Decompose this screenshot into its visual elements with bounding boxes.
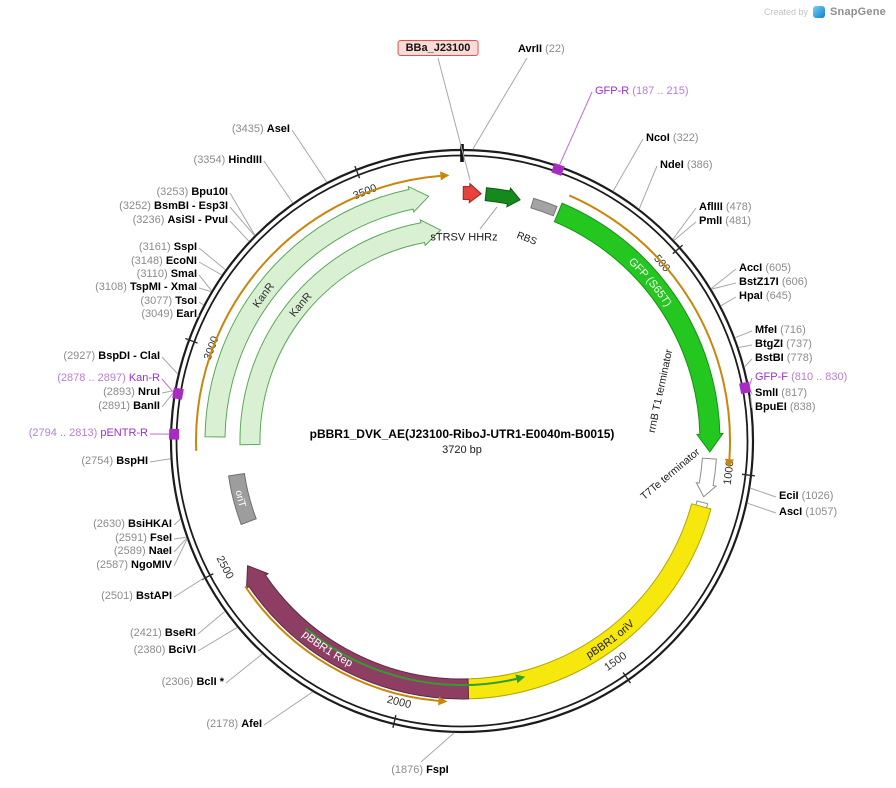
tick-mark	[392, 715, 397, 728]
leader-line	[291, 129, 328, 183]
tick-mark	[354, 165, 361, 179]
leader-line	[638, 165, 658, 210]
orf-arc-orf-rep	[244, 585, 439, 702]
leader-line	[161, 391, 175, 408]
leader-line-bba	[437, 57, 471, 181]
feature-rbs	[530, 197, 558, 217]
feature-pbbr1-rep	[245, 564, 470, 700]
leader-line	[747, 502, 777, 514]
tick-mark	[622, 672, 632, 684]
leader-line	[673, 221, 697, 241]
plasmid-title: pBBR1_DVK_AE(J23100-RiboJ-UTR1-E0040m-B0…	[309, 427, 615, 441]
inner-label: sTRSV HHRz	[430, 232, 497, 244]
leader-line	[197, 626, 238, 652]
leader-line	[263, 691, 313, 726]
orf-arrowhead	[440, 171, 450, 181]
feature-arc-label: oriT	[233, 489, 248, 508]
leader-line	[198, 274, 212, 292]
tick-label: 2000	[386, 694, 413, 711]
leader-line	[225, 653, 263, 684]
orf-arc-orf-rep-inner	[304, 627, 517, 686]
feature-pbbr1-oriv	[467, 503, 712, 700]
created-by-text: Created by	[763, 7, 808, 17]
feature-bba-j23100-promoter	[462, 182, 482, 204]
leader-line	[173, 536, 187, 540]
orf-arrowhead	[724, 458, 734, 469]
snapgene-brand-text: SnapGene	[829, 6, 886, 18]
leader-line	[173, 577, 205, 598]
tick-label: 2500	[214, 554, 236, 581]
primer-mark	[739, 381, 751, 394]
leader-line	[197, 611, 226, 635]
leader-line	[744, 358, 753, 368]
leader-line	[229, 220, 250, 242]
leader-line	[198, 247, 226, 271]
leader-line	[229, 192, 256, 236]
leader-line	[173, 518, 181, 526]
feature-orit	[228, 473, 257, 526]
leader-line	[558, 91, 593, 166]
orf-arc-orf-kanr	[195, 174, 441, 451]
leader-line	[710, 268, 737, 289]
tick-mark	[185, 337, 198, 344]
leader-line	[161, 356, 179, 375]
leader-line	[672, 207, 697, 240]
plasmid-title-block: pBBR1_DVK_AE(J23100-RiboJ-UTR1-E0040m-B0…	[310, 427, 615, 456]
leader-line	[198, 301, 204, 306]
inner-label: RBS	[515, 230, 538, 248]
primer-mark	[172, 387, 184, 400]
leader-line	[420, 732, 455, 763]
feature-gfp-s65t	[553, 202, 724, 453]
pointer-line	[479, 206, 498, 230]
feature-arc-label: pBBR1 oriV	[584, 617, 637, 661]
plasmid-size: 3720 bp	[442, 444, 482, 456]
inner-label: rrnB T1 terminator	[646, 348, 676, 434]
leader-line	[263, 160, 294, 204]
leader-line	[750, 395, 753, 409]
leader-lines	[149, 57, 777, 763]
leader-line	[711, 282, 737, 290]
leader-line	[750, 487, 777, 498]
snapgene-logo-icon	[812, 6, 825, 18]
tick-mark	[741, 473, 755, 477]
primer-mark	[551, 163, 565, 176]
leader-line	[472, 57, 528, 150]
leader-line	[720, 296, 737, 307]
orf-arrowhead	[438, 696, 448, 706]
leader-line	[612, 138, 644, 192]
branding: Created by SnapGene	[764, 6, 886, 18]
tick-label: 1000	[722, 460, 737, 486]
inner-label: T7Te terminator	[638, 446, 702, 503]
leader-line	[229, 206, 255, 236]
primer-mark	[169, 428, 180, 440]
feature-kanr-outer	[204, 185, 430, 438]
leader-line	[734, 330, 753, 339]
leader-line	[738, 344, 753, 348]
orf-arrowhead	[515, 674, 526, 684]
feature-strsv-hhrz-ribozyme	[484, 186, 521, 208]
leader-line	[173, 537, 188, 553]
orf-arc-orf-gfp	[568, 194, 731, 460]
tick-mark	[672, 244, 684, 255]
leader-line	[198, 287, 212, 293]
leader-line	[198, 261, 223, 276]
leader-line	[149, 458, 171, 463]
leader-line	[173, 538, 188, 567]
orf-arrows	[195, 171, 734, 706]
feature-kanr-inner	[239, 218, 442, 446]
feature-label-bba-j23100: BBa_J23100	[397, 40, 479, 56]
leader-line	[161, 390, 175, 394]
feature-rrnb-t1-terminator	[695, 457, 718, 498]
leader-line	[197, 314, 200, 318]
